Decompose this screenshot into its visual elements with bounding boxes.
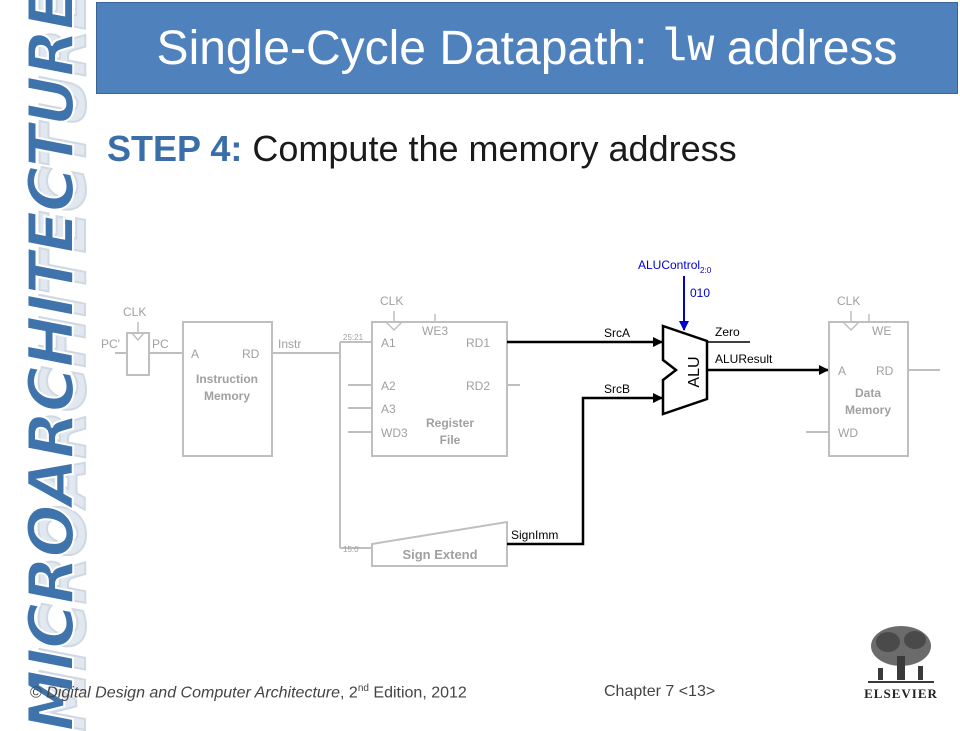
alu: ALU (661, 324, 709, 416)
dmem-clk-label: CLK (837, 294, 860, 308)
rs-bits-label: 25:21 (343, 333, 364, 342)
instr-label: Instr (278, 337, 301, 351)
chapter-page: Chapter 7 <13> (604, 683, 716, 700)
imem-name-2: Memory (204, 389, 250, 403)
edition-rest: Edition, 2012 (373, 684, 467, 702)
elsevier-name: ELSEVIER (864, 686, 938, 701)
step-text: Compute the memory address (252, 128, 737, 169)
elsevier-logo: ELSEVIER (860, 622, 942, 702)
step-heading: STEP 4: Compute the memory address (107, 128, 737, 170)
pc-clk-label: CLK (123, 305, 146, 319)
edition-suffix: nd (357, 683, 369, 694)
title-code: lw (659, 22, 715, 74)
data-memory: CLK WE A RD WD Data Memory (828, 294, 909, 457)
rf-clk-label: CLK (380, 294, 403, 308)
footer-citation: © Digital Design and Computer Architectu… (30, 683, 467, 702)
signext-label: Sign Extend (402, 547, 477, 562)
imem-a-label: A (191, 347, 199, 361)
rf-a3-label: A3 (381, 402, 396, 416)
step-label: STEP 4: (107, 128, 243, 169)
imem-name-1: Instruction (196, 372, 258, 386)
srcb-wire (507, 393, 663, 546)
pc-label: PC (152, 337, 169, 351)
imm-bits-label: 15:0 (343, 545, 359, 554)
rf-a2-label: A2 (381, 379, 396, 393)
rf-we3-label: WE3 (422, 324, 448, 338)
alu-label: ALU (686, 356, 703, 387)
rf-wd3-label: WD3 (381, 426, 408, 440)
imem-rd-label: RD (242, 347, 260, 361)
edition-number: 2 (348, 684, 358, 702)
aluresult-label: ALUResult (715, 352, 773, 366)
signimm-label: SignImm (511, 528, 558, 542)
book-title: Digital Design and Computer Architecture (46, 684, 341, 702)
title-prefix: Single-Cycle Datapath: (156, 21, 648, 75)
rf-name-2: File (440, 433, 461, 447)
title-suffix: address (726, 21, 898, 75)
pc-register: CLK PC' PC (101, 305, 169, 376)
dmem-wd-label: WD (838, 426, 858, 440)
register-file: CLK WE3 A1 A2 A3 WD3 RD1 RD2 Register Fi… (371, 294, 508, 457)
dmem-name-1: Data (855, 386, 881, 400)
instruction-memory: A RD Instruction Memory (182, 321, 273, 457)
title-bar: Single-Cycle Datapath: lw address (96, 2, 958, 94)
rf-a1-label: A1 (381, 336, 396, 350)
rf-name-1: Register (426, 416, 474, 430)
alucontrol-label: ALUControl2:0 (638, 258, 712, 275)
alucontrol-value: 010 (690, 286, 710, 300)
dmem-a-label: A (838, 364, 846, 378)
pc-next-label: PC' (101, 337, 120, 351)
rf-rd1-label: RD1 (466, 336, 490, 350)
rf-rd2-label: RD2 (466, 379, 490, 393)
srcb-label: SrcB (604, 382, 630, 396)
dmem-we-label: WE (872, 324, 891, 338)
zero-label: Zero (715, 325, 740, 339)
srca-label: SrcA (604, 326, 630, 340)
dmem-rd-label: RD (876, 364, 894, 378)
copyright-symbol: © (30, 684, 42, 702)
tree-icon (860, 622, 942, 686)
dmem-name-2: Memory (845, 403, 891, 417)
sign-extend: Sign Extend (371, 520, 508, 567)
